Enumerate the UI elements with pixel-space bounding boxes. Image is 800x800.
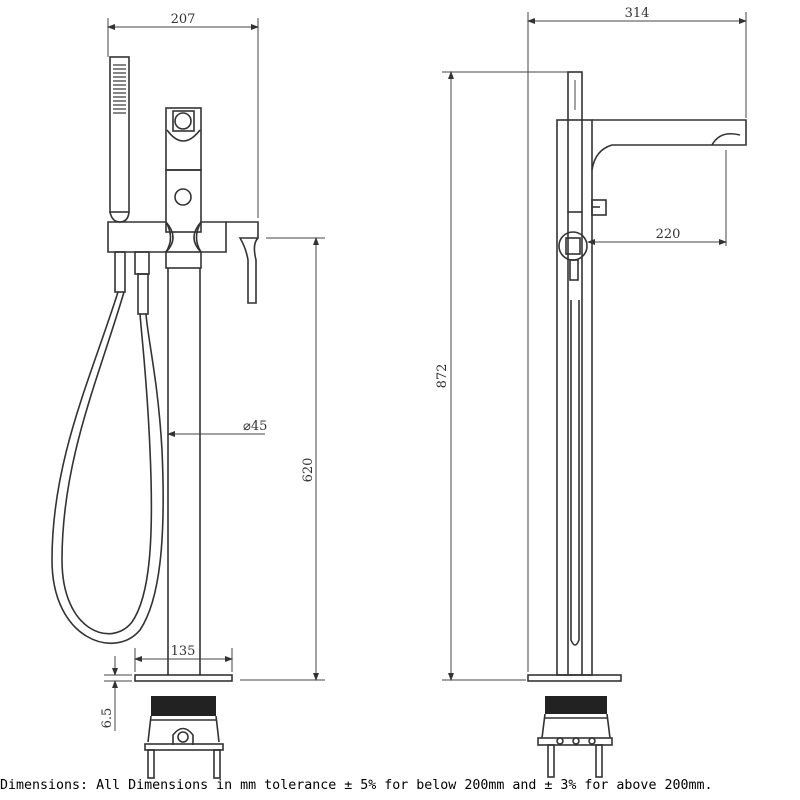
width-dimension-314: 314	[625, 6, 650, 21]
spout-dimension-220: 220	[656, 227, 681, 242]
height-dimension-620: 620	[301, 458, 316, 483]
mounting-base	[144, 696, 224, 779]
side-view: 314 872 220	[435, 6, 747, 778]
diameter-dimension-45: ⌀45	[243, 419, 267, 434]
base-dimension-135: 135	[171, 644, 196, 659]
width-dimension-207: 207	[171, 12, 196, 27]
hand-shower	[109, 56, 130, 223]
plate-dimension-6-5: 6.5	[100, 708, 115, 729]
height-dimension-872: 872	[435, 364, 450, 389]
front-view: 207	[51, 12, 325, 779]
dimensions-note: Dimensions: All Dimensions in mm toleran…	[0, 778, 713, 793]
side-mounting-base	[537, 696, 613, 778]
